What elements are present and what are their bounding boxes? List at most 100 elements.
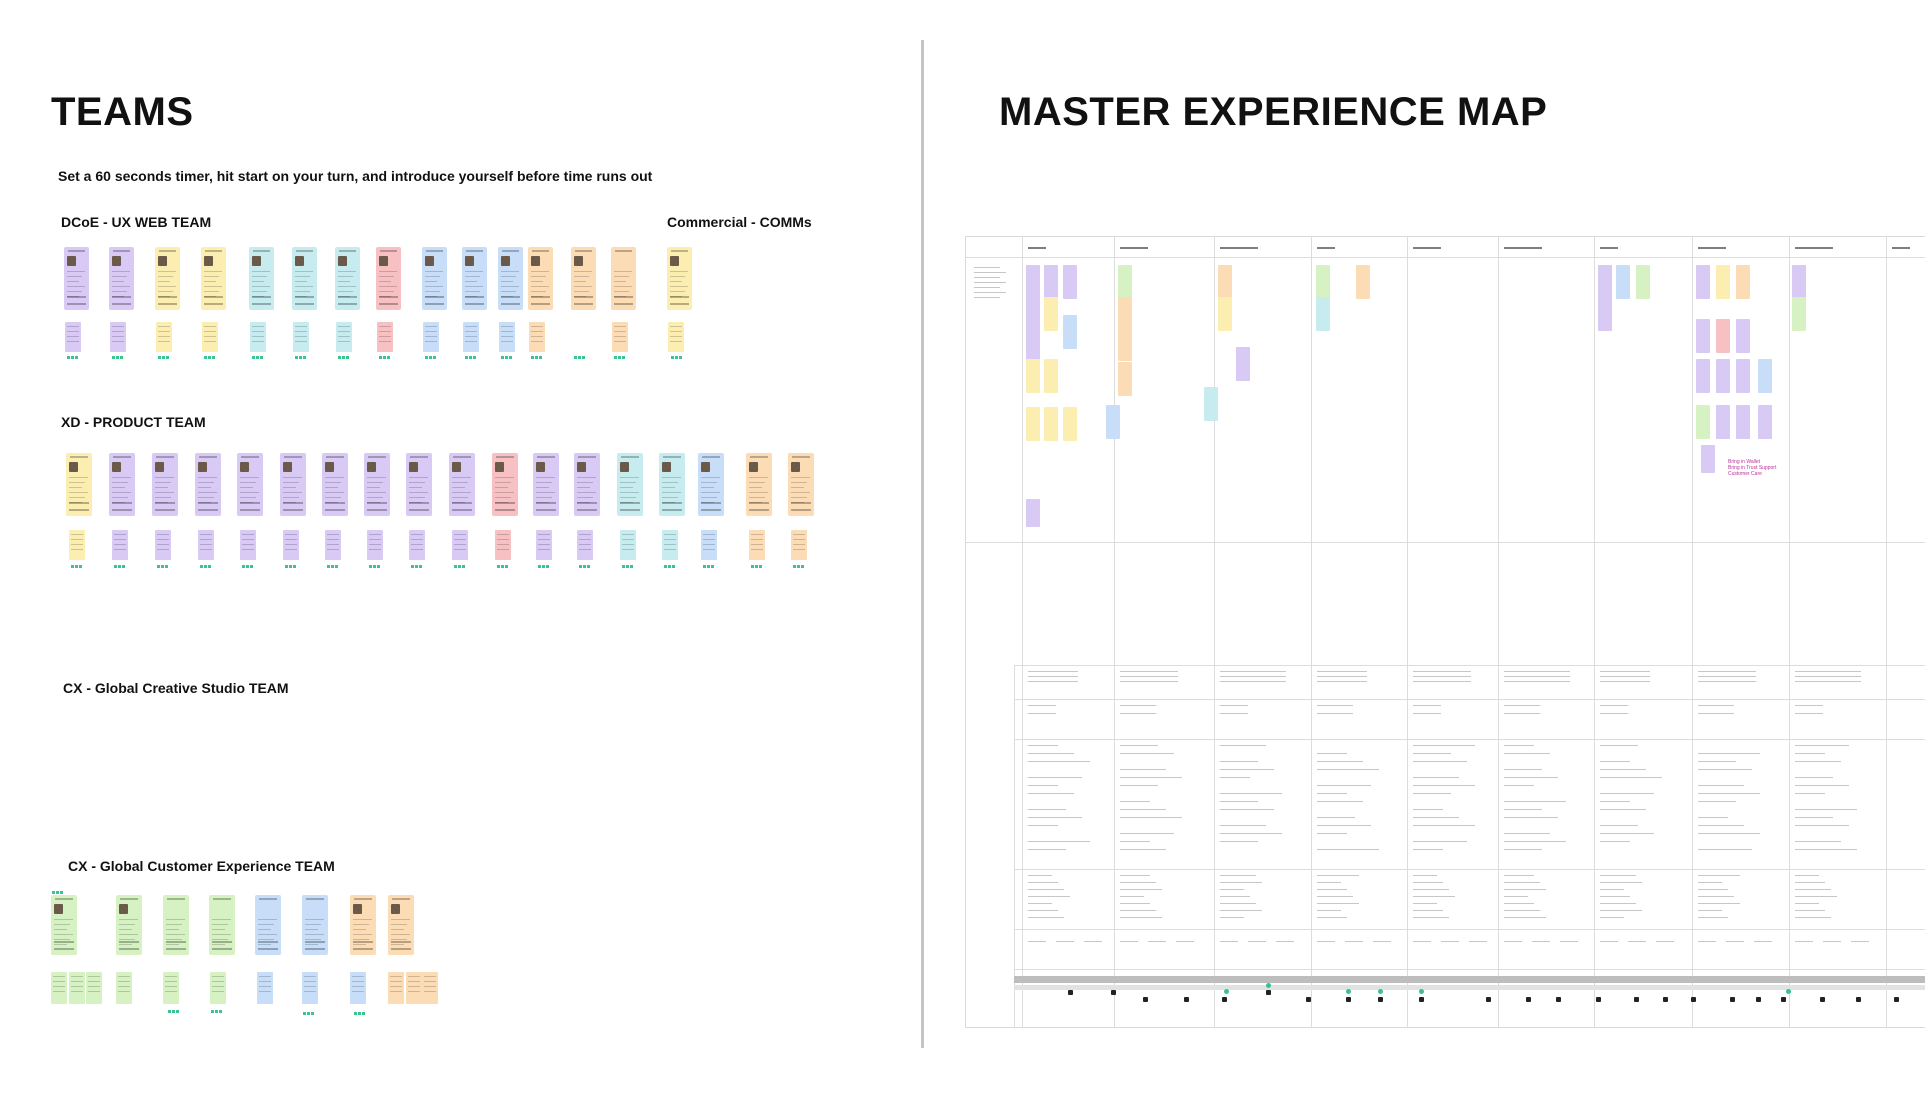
- table-text-line: [1413, 941, 1431, 942]
- timeline-marker: [1596, 997, 1601, 1002]
- card-rule: [204, 296, 223, 298]
- table-text-line: [1028, 793, 1074, 794]
- card-text-line: [465, 281, 477, 282]
- card-rule: [662, 509, 682, 511]
- mini-text-line: [622, 534, 634, 535]
- mini-text-line: [352, 976, 364, 977]
- card-text-line: [155, 492, 174, 493]
- card-header-line: [466, 250, 483, 252]
- mini-text-line: [158, 341, 170, 342]
- profile-card: [64, 247, 89, 310]
- mini-text-line: [165, 976, 177, 977]
- profile-card: [255, 895, 281, 955]
- mini-card: [388, 972, 404, 1004]
- table-text-line: [1504, 849, 1542, 850]
- card-text-line: [119, 939, 135, 940]
- mini-text-line: [71, 539, 83, 540]
- mini-text-line: [538, 544, 550, 545]
- card-rule: [670, 303, 689, 305]
- card-text-line: [295, 281, 307, 282]
- card-header-line: [792, 456, 810, 458]
- mini-card: [155, 530, 171, 560]
- card-text-line: [112, 281, 124, 282]
- mini-text-line: [71, 544, 83, 545]
- sticky-note: [1736, 319, 1750, 353]
- profile-card: [574, 453, 600, 516]
- card-text-line: [391, 934, 410, 935]
- card-text-line: [119, 929, 132, 930]
- avatar: [325, 462, 334, 472]
- table-text-line: [1120, 785, 1158, 786]
- table-text-line: [1600, 896, 1630, 897]
- card-rule: [338, 303, 357, 305]
- reaction-dots: [664, 565, 675, 568]
- table-text-line: [1795, 681, 1861, 682]
- profile-card: [322, 453, 348, 516]
- card-text-line: [379, 281, 391, 282]
- card-rule: [495, 502, 515, 504]
- table-text-line: [1504, 705, 1540, 706]
- mini-card: [499, 322, 515, 352]
- card-rule: [119, 941, 139, 943]
- card-rule: [353, 948, 373, 950]
- mini-text-line: [425, 341, 437, 342]
- card-text-line: [379, 291, 394, 292]
- card-text-line: [574, 281, 586, 282]
- card-text-line: [240, 487, 253, 488]
- card-text-line: [198, 497, 214, 498]
- row-label-line: [974, 282, 1006, 283]
- mini-card: [495, 530, 511, 560]
- reaction-dots: [204, 356, 215, 359]
- avatar: [112, 462, 121, 472]
- card-text-line: [166, 929, 179, 930]
- mini-card: [529, 322, 545, 352]
- table-text-line: [1056, 941, 1074, 942]
- mini-text-line: [793, 539, 805, 540]
- sticky-note: [1026, 297, 1040, 331]
- card-text-line: [577, 497, 593, 498]
- sticky-note: [1218, 297, 1232, 331]
- card-rule: [295, 296, 314, 298]
- card-text-line: [204, 271, 222, 272]
- mini-text-line: [157, 539, 169, 540]
- table-text-line: [1413, 681, 1471, 682]
- row-label-line: [974, 292, 1006, 293]
- table-text-line: [1726, 941, 1744, 942]
- table-text-line: [1028, 817, 1082, 818]
- reaction-dots: [622, 565, 633, 568]
- table-text-line: [1504, 753, 1550, 754]
- card-header-line: [578, 456, 596, 458]
- table-text-line: [1120, 817, 1182, 818]
- card-rule: [305, 941, 325, 943]
- table-text-line: [1413, 793, 1451, 794]
- table-text-line: [1600, 841, 1630, 842]
- table-text-line: [1220, 941, 1238, 942]
- table-text-line: [1220, 671, 1286, 672]
- card-text-line: [353, 919, 372, 920]
- card-rule: [295, 303, 314, 305]
- mini-card: [198, 530, 214, 560]
- mini-card: [69, 972, 85, 1004]
- table-text-line: [1317, 833, 1347, 834]
- map-row-divider: [966, 257, 1925, 258]
- card-text-line: [204, 276, 219, 277]
- card-text-line: [367, 477, 386, 478]
- mini-text-line: [165, 986, 177, 987]
- card-text-line: [379, 286, 397, 287]
- mini-text-line: [88, 986, 100, 987]
- avatar: [465, 256, 474, 266]
- table-text-line: [1413, 841, 1467, 842]
- mini-text-line: [71, 534, 83, 535]
- mini-card: [240, 530, 256, 560]
- card-text-line: [119, 934, 138, 935]
- profile-card: [406, 453, 432, 516]
- mini-text-line: [259, 986, 271, 987]
- card-rule: [452, 509, 472, 511]
- card-text-line: [112, 482, 128, 483]
- table-text-line: [1317, 896, 1353, 897]
- mini-card: [112, 530, 128, 560]
- sticky-note: [1044, 407, 1058, 441]
- table-text-line: [1628, 941, 1646, 942]
- card-rule: [574, 296, 593, 298]
